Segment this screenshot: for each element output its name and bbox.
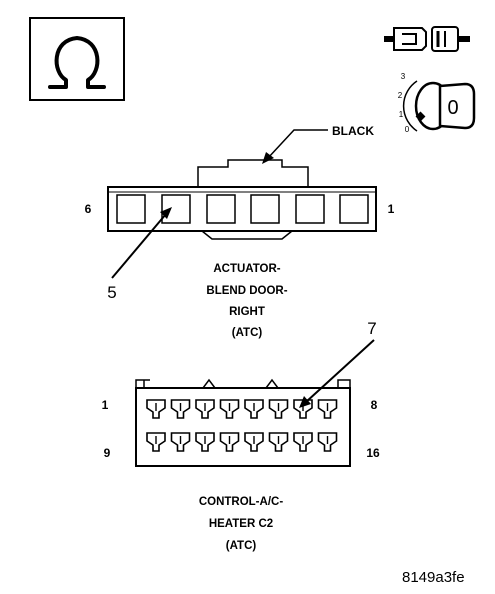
callout-7-arrowhead [299, 396, 311, 408]
control-caption-line-1: CONTROL-A/C- [198, 496, 284, 508]
pin-number-16: 16 [366, 446, 380, 460]
callout-5-leader [111, 213, 167, 279]
actuator-cavity-row [116, 194, 369, 224]
ignition-position-1: 1 [399, 110, 404, 119]
cavity [250, 194, 280, 224]
actuator-caption-line-1: ACTUATOR- [213, 263, 281, 275]
cavity [116, 194, 146, 224]
actuator-caption-line-3: RIGHT [229, 306, 265, 318]
pin-number-1-control: 1 [101, 398, 109, 412]
control-caption-line-3: (ATC) [225, 540, 257, 552]
black-wire-leader [267, 129, 328, 159]
pin-number-9: 9 [103, 446, 111, 460]
terminal-row-bottom [146, 432, 338, 452]
callout-7-leader [305, 339, 375, 403]
control-caption-line-2: HEATER C2 [208, 518, 274, 530]
cavity [206, 194, 236, 224]
figure-id: 8149a3fe [402, 569, 465, 586]
actuator-connector [107, 159, 377, 240]
black-wire-arrowhead [262, 152, 274, 164]
cavity [161, 194, 191, 224]
ignition-position-3: 3 [401, 72, 406, 81]
ohm-meter-icon [29, 17, 125, 101]
cavity [295, 194, 325, 224]
actuator-caption-line-2: BLEND DOOR- [206, 285, 288, 297]
pin-number-8: 8 [370, 398, 378, 412]
wire-color-label: BLACK [332, 124, 374, 138]
cavity [339, 194, 369, 224]
pin-number-1: 1 [387, 202, 395, 216]
ignition-position-0: 0 [405, 125, 410, 134]
ignition-key-label: 0 [447, 97, 458, 119]
ignition-key-off-icon [402, 80, 476, 132]
callout-5: 5 [107, 283, 117, 302]
callout-7: 7 [367, 319, 377, 338]
pin-number-6: 6 [84, 202, 92, 216]
control-connector [135, 378, 351, 467]
callout-5-arrowhead [160, 207, 172, 219]
ignition-position-2: 2 [398, 91, 403, 100]
actuator-caption-line-4: (ATC) [231, 327, 263, 339]
disconnected-connector-icon [384, 26, 470, 52]
